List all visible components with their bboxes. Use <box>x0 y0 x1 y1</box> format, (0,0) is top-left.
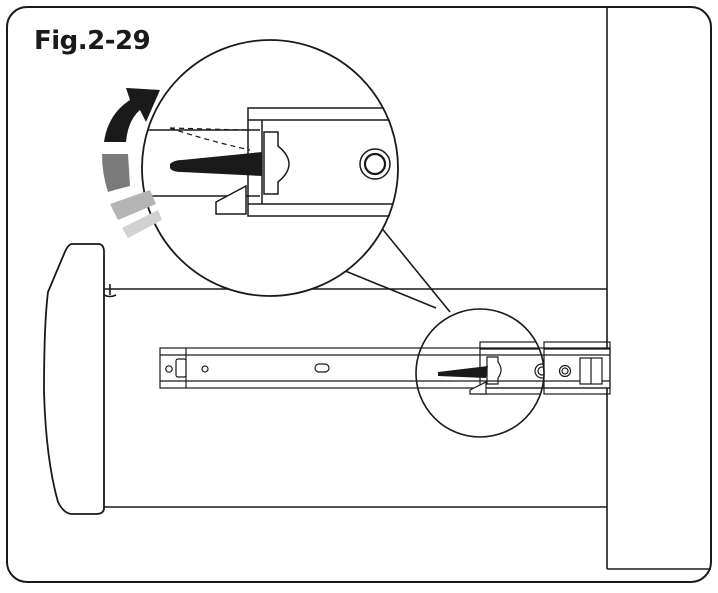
drawer-body <box>103 284 607 508</box>
drawer-front-panel <box>43 243 105 515</box>
cabinet-side-panel <box>606 8 711 570</box>
detail-magnifier <box>142 40 398 296</box>
small-detail <box>416 341 544 395</box>
magnifier-circle <box>141 39 399 297</box>
callout-circle <box>415 308 545 438</box>
figure-label: Fig.2-29 <box>34 26 151 56</box>
outer-border <box>6 6 712 583</box>
magnifier-tail <box>337 225 451 313</box>
rotate-arrow-icon <box>102 88 162 238</box>
